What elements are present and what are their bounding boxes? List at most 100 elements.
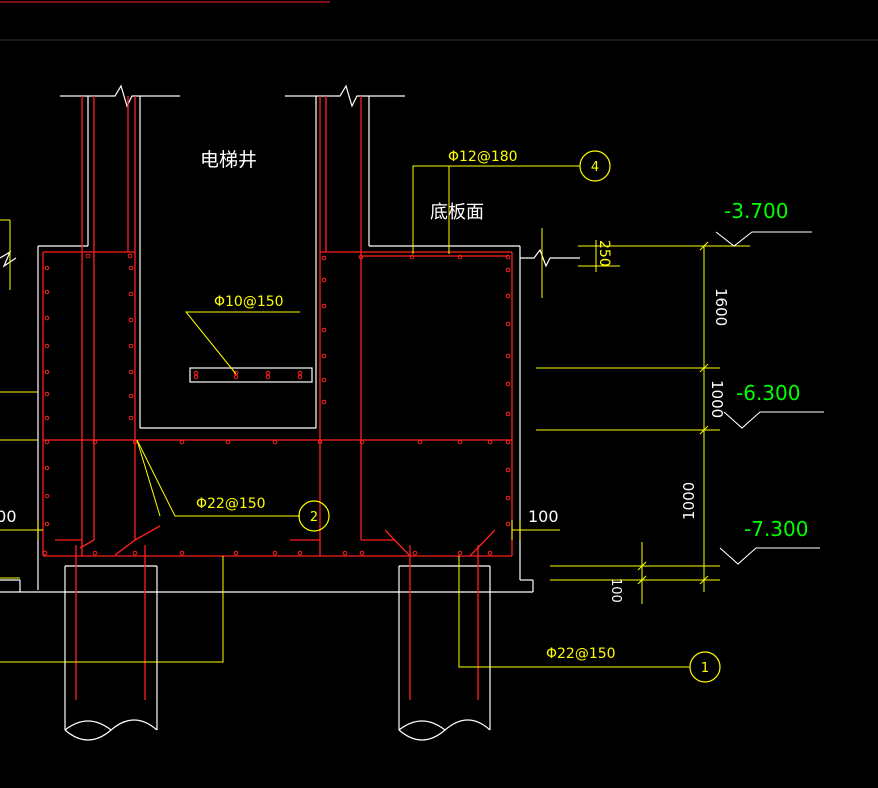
rebar-dot	[128, 369, 134, 375]
rebar-dot	[265, 370, 271, 376]
callout-circles	[298, 150, 721, 683]
rebar-dot	[44, 369, 50, 375]
rebar-dot	[233, 374, 239, 380]
rebar-dot	[44, 343, 50, 349]
rebar-dot	[92, 439, 98, 445]
slab-face-label: 底板面	[430, 202, 484, 223]
rebar-dot	[457, 439, 463, 445]
rebar-dot	[297, 550, 303, 556]
rebar-dot	[128, 343, 134, 349]
rebar-dot	[44, 439, 50, 445]
rebar-dot	[128, 291, 134, 297]
rebar-dot	[225, 439, 231, 445]
callout-1-circle	[689, 651, 721, 683]
rebar-dot	[193, 370, 199, 376]
rebar-dot	[505, 293, 511, 299]
rebar-dot	[321, 353, 327, 359]
rebar-dot	[44, 521, 50, 527]
rebar-dot	[487, 550, 493, 556]
rebar-dot	[42, 550, 48, 556]
rebar-dot	[321, 303, 327, 309]
shaft-label: 电梯井	[200, 149, 257, 171]
rebar-dot	[342, 550, 348, 556]
rebar-dot	[321, 255, 327, 261]
rebar-dot	[417, 439, 423, 445]
dim-100-right: 100	[528, 507, 559, 526]
rebar-dot	[127, 253, 133, 259]
rebar-dot	[505, 267, 511, 273]
rebar-label-4: Φ12@180	[448, 149, 518, 165]
rebar-dot	[321, 399, 327, 405]
rebar-dot	[487, 439, 493, 445]
rebar-dot	[505, 467, 511, 473]
rebar-dot	[132, 550, 138, 556]
rebar-dot	[412, 550, 418, 556]
rebar-dot	[128, 265, 134, 271]
rebar-dot	[409, 254, 415, 260]
rebar-dot	[505, 411, 511, 417]
rebar-dots	[42, 253, 511, 556]
rebar-dot	[505, 439, 511, 445]
rebar-dot	[359, 550, 365, 556]
rebar-dot	[317, 439, 323, 445]
rebar-dot	[297, 374, 303, 380]
structure-outline	[0, 84, 580, 741]
rebar-dot	[132, 439, 138, 445]
rebar-dot	[233, 370, 239, 376]
rebar-dot	[233, 550, 239, 556]
rebar-dot	[128, 317, 134, 323]
dim-1000-upper: 1000	[708, 380, 726, 418]
rebar-dot	[457, 550, 463, 556]
rebar-dot	[44, 465, 50, 471]
rebar-dot	[359, 439, 365, 445]
rebar-dot	[505, 254, 511, 260]
rebar-dot	[505, 321, 511, 327]
rebar-dot	[92, 550, 98, 556]
rebar-dot	[128, 415, 134, 421]
rebar-dot	[321, 377, 327, 383]
dim-100-left: 100	[0, 507, 17, 526]
dim-100-bottom: 100	[608, 578, 623, 603]
rebar-dot	[44, 315, 50, 321]
elevation-markers	[715, 231, 824, 565]
rebar-dot	[505, 353, 511, 359]
rebar-dot	[297, 370, 303, 376]
callout-1-number: 1	[701, 661, 709, 676]
rebar-dot	[193, 374, 199, 380]
rebar-dot	[321, 327, 327, 333]
annotation-lines	[0, 165, 750, 668]
rebar-dot	[44, 391, 50, 397]
rebar-dot	[44, 493, 50, 499]
dim-1600: 1600	[712, 288, 730, 326]
rebar-label-mid: Φ10@150	[214, 294, 284, 310]
rebar-dot	[358, 254, 364, 260]
rebar-dot	[457, 254, 463, 260]
rebar-dot	[505, 521, 511, 527]
rebar-lines	[42, 96, 513, 700]
rebar-dot	[85, 253, 91, 259]
rebar-dot	[44, 415, 50, 421]
elevation-3: -7.300	[744, 517, 808, 541]
rebar-dot	[505, 495, 511, 501]
rebar-dot	[505, 381, 511, 387]
callout-4-circle	[579, 150, 611, 182]
dim-250: 250	[596, 240, 612, 267]
elevation-2: -6.300	[736, 381, 800, 405]
rebar-dot	[265, 374, 271, 380]
rebar-dot	[272, 439, 278, 445]
callout-2-number: 2	[310, 510, 318, 525]
rebar-dot	[179, 550, 185, 556]
rebar-dot	[44, 265, 50, 271]
callout-2-circle	[298, 500, 330, 532]
rebar-dot	[128, 393, 134, 399]
rebar-label-2: Φ22@150	[196, 496, 266, 512]
elevation-1: -3.700	[724, 199, 788, 223]
rebar-dot	[179, 439, 185, 445]
rebar-label-1: Φ22@150	[546, 646, 616, 662]
callout-4-number: 4	[591, 160, 599, 175]
rebar-dot	[272, 550, 278, 556]
rebar-dot	[321, 277, 327, 283]
rebar-dot	[44, 289, 50, 295]
dim-1000-lower: 1000	[680, 482, 698, 520]
